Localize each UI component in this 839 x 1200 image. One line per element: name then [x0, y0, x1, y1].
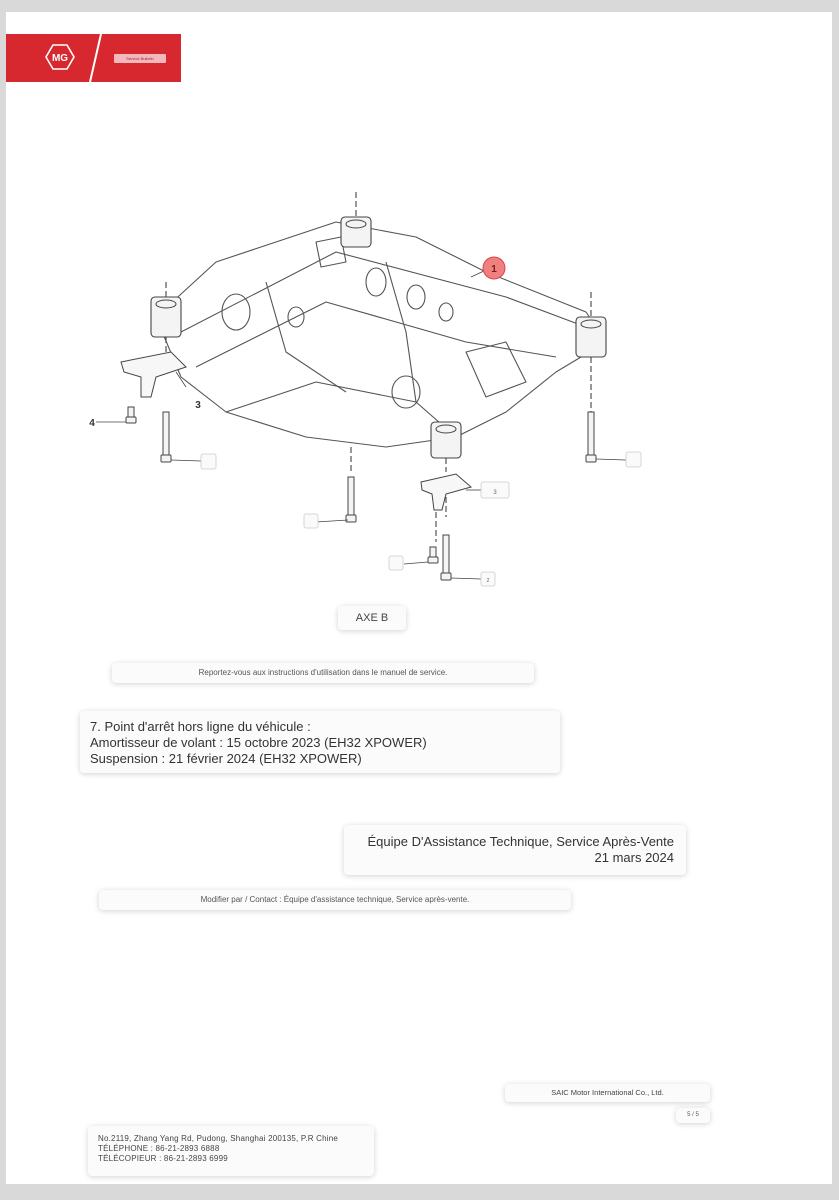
- subframe-diagram: 1 3 4 3 2: [89, 192, 642, 587]
- modify-contact-note: Modifier par / Contact : Équipe d'assist…: [99, 890, 571, 910]
- bolt-right: [587, 411, 595, 458]
- info-shock-absorber: Amortisseur de volant : 15 octobre 2023 …: [90, 735, 427, 750]
- company-name: SAIC Motor International Co., Ltd.: [505, 1084, 710, 1102]
- callout-1: 1: [491, 264, 497, 275]
- bushing-right: [575, 316, 607, 358]
- header-tag: Service Bulletin: [114, 54, 166, 63]
- bushing-bottom: [430, 421, 462, 459]
- small-label-3: 3: [493, 490, 497, 496]
- mg-logo-icon: MG: [45, 44, 75, 70]
- company-address: No.2119, Zhang Yang Rd, Pudong, Shanghai…: [88, 1126, 374, 1176]
- team-date: 21 mars 2024: [594, 850, 675, 865]
- subframe-rear-rail: [195, 301, 557, 368]
- header-slash-icon: [89, 34, 102, 82]
- info-suspension: Suspension : 21 février 2024 (EH32 XPOWE…: [90, 751, 362, 766]
- bolt-left-long: [162, 411, 170, 458]
- address-line: No.2119, Zhang Yang Rd, Pudong, Shanghai…: [98, 1134, 339, 1143]
- document-page: MG Service Bulletin: [6, 12, 832, 1184]
- page-number: 5 / 5: [676, 1108, 710, 1123]
- callout-2: 2: [487, 578, 490, 584]
- brand-text: MG: [52, 53, 68, 64]
- subframe-body: [155, 221, 607, 448]
- callout-3: 3: [195, 400, 201, 411]
- team-name: Équipe D'Assistance Technique, Service A…: [367, 834, 674, 849]
- axis-label: AXE B: [338, 606, 406, 630]
- service-note: Reportez-vous aux instructions d'utilisa…: [112, 663, 534, 683]
- team-signature: Équipe D'Assistance Technique, Service A…: [344, 825, 686, 875]
- header-band: MG Service Bulletin: [6, 34, 181, 82]
- bracket-right: [420, 473, 473, 511]
- vehicle-stop-info: 7. Point d'arrêt hors ligne du véhicule …: [80, 711, 560, 773]
- bolt-center: [347, 476, 355, 518]
- info-title: 7. Point d'arrêt hors ligne du véhicule …: [90, 719, 311, 734]
- bolt-bottom: [442, 534, 450, 576]
- fax-line: TÉLÉCOPIEUR : 86-21-2893 6999: [98, 1154, 228, 1163]
- bushing-top: [340, 216, 372, 248]
- callout-4: 4: [89, 418, 95, 429]
- callout-1-badge: [482, 256, 506, 280]
- phone-line: TÉLÉPHONE : 86-21-2893 6888: [98, 1144, 220, 1153]
- bracket-left: [120, 351, 187, 398]
- subframe-crossmember: [225, 381, 457, 438]
- subframe-front-rail: [180, 251, 587, 333]
- bushing-left: [150, 296, 182, 338]
